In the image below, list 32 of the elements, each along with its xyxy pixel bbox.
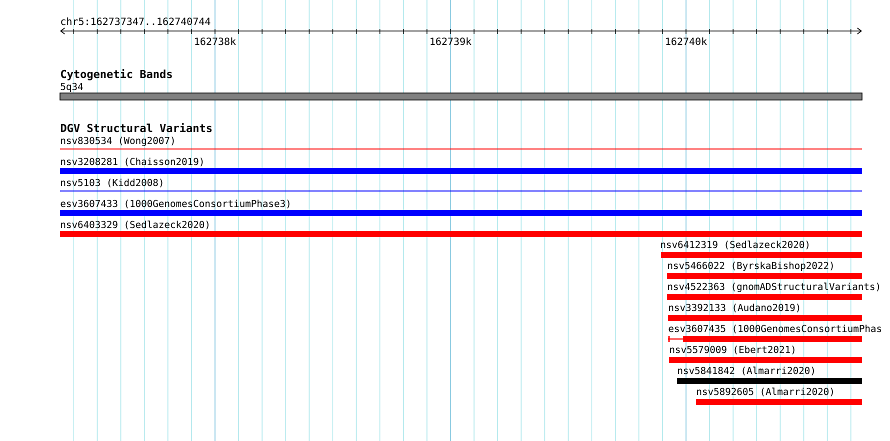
tick-label: 162739k (430, 37, 472, 46)
node-label: 5q34 (60, 82, 83, 92)
node-label: nsv6412319 (Sedlazeck2020) (661, 240, 808, 250)
node-label: nsv5579009 (Ebert2021) (670, 346, 794, 354)
variant-feature: nsv5466022 (ByrskaBishop2022) (667, 262, 862, 279)
variant-feature: nsv5579009 (Ebert2021) (669, 346, 862, 363)
node-label: esv3607435 (1000GenomesConsortiumPhas (668, 324, 882, 334)
track-title: Cytogenetic Bands (61, 69, 172, 80)
node-label: nsv4522363 (gnomADStructuralVariants) (668, 282, 880, 292)
variant-feature: esv3607435 (1000GenomesConsortiumPhas (668, 324, 882, 342)
variant-feature: nsv5892605 (Almarri2020) (696, 388, 862, 405)
track-title: DGV Structural Variants (60, 123, 212, 132)
tick-label: 162738k (195, 37, 236, 46)
cytoband-bar: 5q34 (60, 82, 862, 100)
node-label: nsv6403329 (Sedlazeck2020) (61, 220, 208, 230)
node-label: nsv3392133 (Audano2019) (669, 304, 800, 312)
variant-feature: nsv3392133 (Audano2019) (668, 304, 862, 321)
variant-feature: nsv5841842 (Almarri2020) (677, 366, 862, 384)
variant-feature: esv3607433 (1000GenomesConsortiumPhase3) (60, 200, 862, 216)
variant-feature: nsv5103 (Kidd2008) (60, 178, 863, 192)
variant-feature: nsv3208281 (Chaisson2019) (60, 158, 862, 174)
variant-feature: nsv4522363 (gnomADStructuralVariants) (667, 282, 880, 300)
node-label: esv3607433 (1000GenomesConsortiumPhase3) (60, 200, 290, 208)
variant-feature: nsv830534 (Wong2007) (60, 136, 863, 150)
tick-label: 162740k (666, 37, 707, 46)
node-label: nsv3208281 (Chaisson2019) (61, 158, 203, 166)
variant-feature: nsv6412319 (Sedlazeck2020) (661, 240, 862, 258)
locus-label: chr5:162737347..162740744 (61, 17, 210, 26)
node-label: nsv5841842 (Almarri2020) (678, 366, 814, 376)
variant-feature: nsv6403329 (Sedlazeck2020) (60, 220, 862, 237)
node-label: nsv5892605 (Almarri2020) (697, 388, 833, 396)
node-label: nsv5466022 (ByrskaBishop2022) (668, 262, 833, 271)
